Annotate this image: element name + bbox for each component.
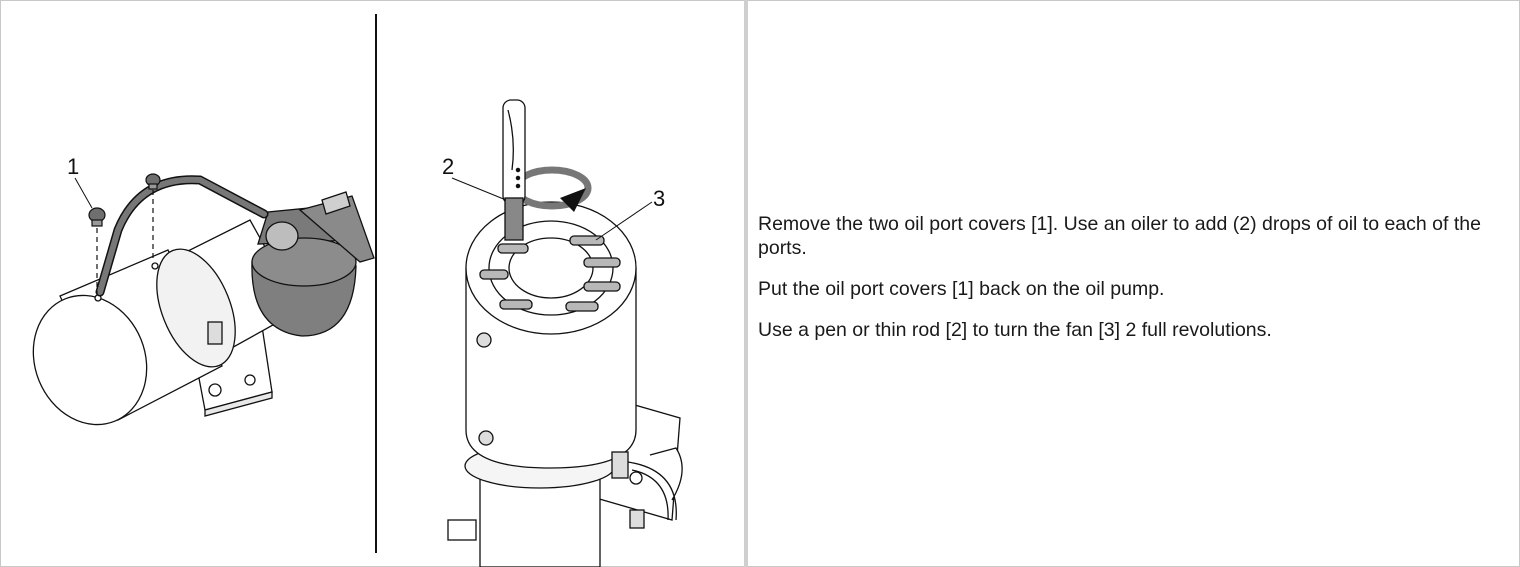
oil-port-covers: [88, 173, 161, 294]
instruction-step-1: Remove the two oil port covers [1]. Use …: [758, 213, 1481, 259]
callout-1: 1: [67, 154, 79, 179]
procedure-illustration: 1: [0, 0, 744, 567]
instruction-step-3: Use a pen or thin rod [2] to turn the fa…: [758, 319, 1272, 341]
pen-illustration: [502, 99, 526, 241]
instruction-text: Remove the two oil port covers [1]. Use …: [758, 212, 1508, 359]
pump-fan-illustration: [447, 201, 683, 567]
column-divider: [744, 0, 748, 567]
callout-3-leader: [595, 201, 653, 241]
instruction-step-2: Put the oil port covers [1] back on the …: [758, 278, 1165, 300]
callout-2-leader: [451, 177, 507, 201]
callout-2: 2: [442, 154, 454, 179]
oiler-can-illustration: [251, 191, 375, 337]
callout-3: 3: [653, 186, 665, 211]
callout-1-leader: [74, 177, 93, 209]
